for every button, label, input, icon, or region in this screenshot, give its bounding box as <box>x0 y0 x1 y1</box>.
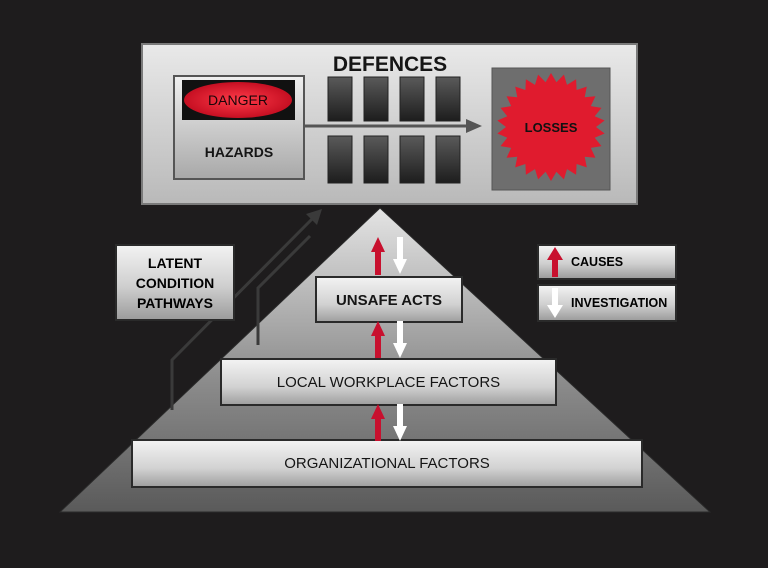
investigation-arrow-icon <box>393 237 407 274</box>
latent-pathway-lines <box>170 211 320 410</box>
causes-arrow-icon <box>371 321 385 358</box>
latent-condition-pathways-box: LATENT CONDITION PATHWAYS <box>115 244 235 321</box>
latent-label-line: LATENT <box>147 254 203 271</box>
investigation-arrow-icon <box>393 321 407 358</box>
band-local-workplace <box>220 358 557 406</box>
hazard-trajectory-arrowhead <box>466 119 482 133</box>
causes-arrow-icon <box>371 237 385 275</box>
legend-investigation-label: INVESTIGATION <box>571 296 668 310</box>
investigation-arrow-icon <box>547 288 563 318</box>
legend-investigation: INVESTIGATION <box>537 284 677 322</box>
losses-label: LOSSES <box>524 119 578 135</box>
defence-slot <box>327 76 353 122</box>
latent-pathway-arrowhead <box>306 209 322 225</box>
legend-causes: CAUSES <box>537 244 677 280</box>
local-workplace-factors-label: LOCAL WORKPLACE FACTORS <box>276 373 501 391</box>
band-organizational <box>131 439 643 488</box>
defence-slot <box>435 135 461 184</box>
defence-slot <box>327 135 353 184</box>
defence-slot <box>435 76 461 122</box>
causes-arrow-icon <box>371 404 385 441</box>
unsafe-acts-label: UNSAFE ACTS <box>335 291 443 309</box>
causes-arrow-icon <box>547 247 563 277</box>
defence-slot <box>399 135 425 184</box>
band-unsafe-acts <box>315 276 463 323</box>
defence-slot <box>363 76 389 122</box>
defences-title: DEFENCES <box>332 53 448 76</box>
defence-slot <box>363 135 389 184</box>
losses-burst <box>497 73 605 181</box>
defence-slots <box>327 76 461 184</box>
legend-causes-label: CAUSES <box>571 255 624 269</box>
latent-label-line: CONDITION <box>135 274 215 291</box>
pyramid-arrows <box>371 237 407 441</box>
organizational-factors-label: ORGANIZATIONAL FACTORS <box>284 454 490 472</box>
danger-ellipse <box>184 82 292 118</box>
hazards-label: HAZARDS <box>204 144 274 160</box>
latent-label-line: PATHWAYS <box>137 294 213 311</box>
danger-label: DANGER <box>208 92 268 108</box>
defence-slot <box>399 76 425 122</box>
investigation-arrow-icon <box>393 404 407 441</box>
